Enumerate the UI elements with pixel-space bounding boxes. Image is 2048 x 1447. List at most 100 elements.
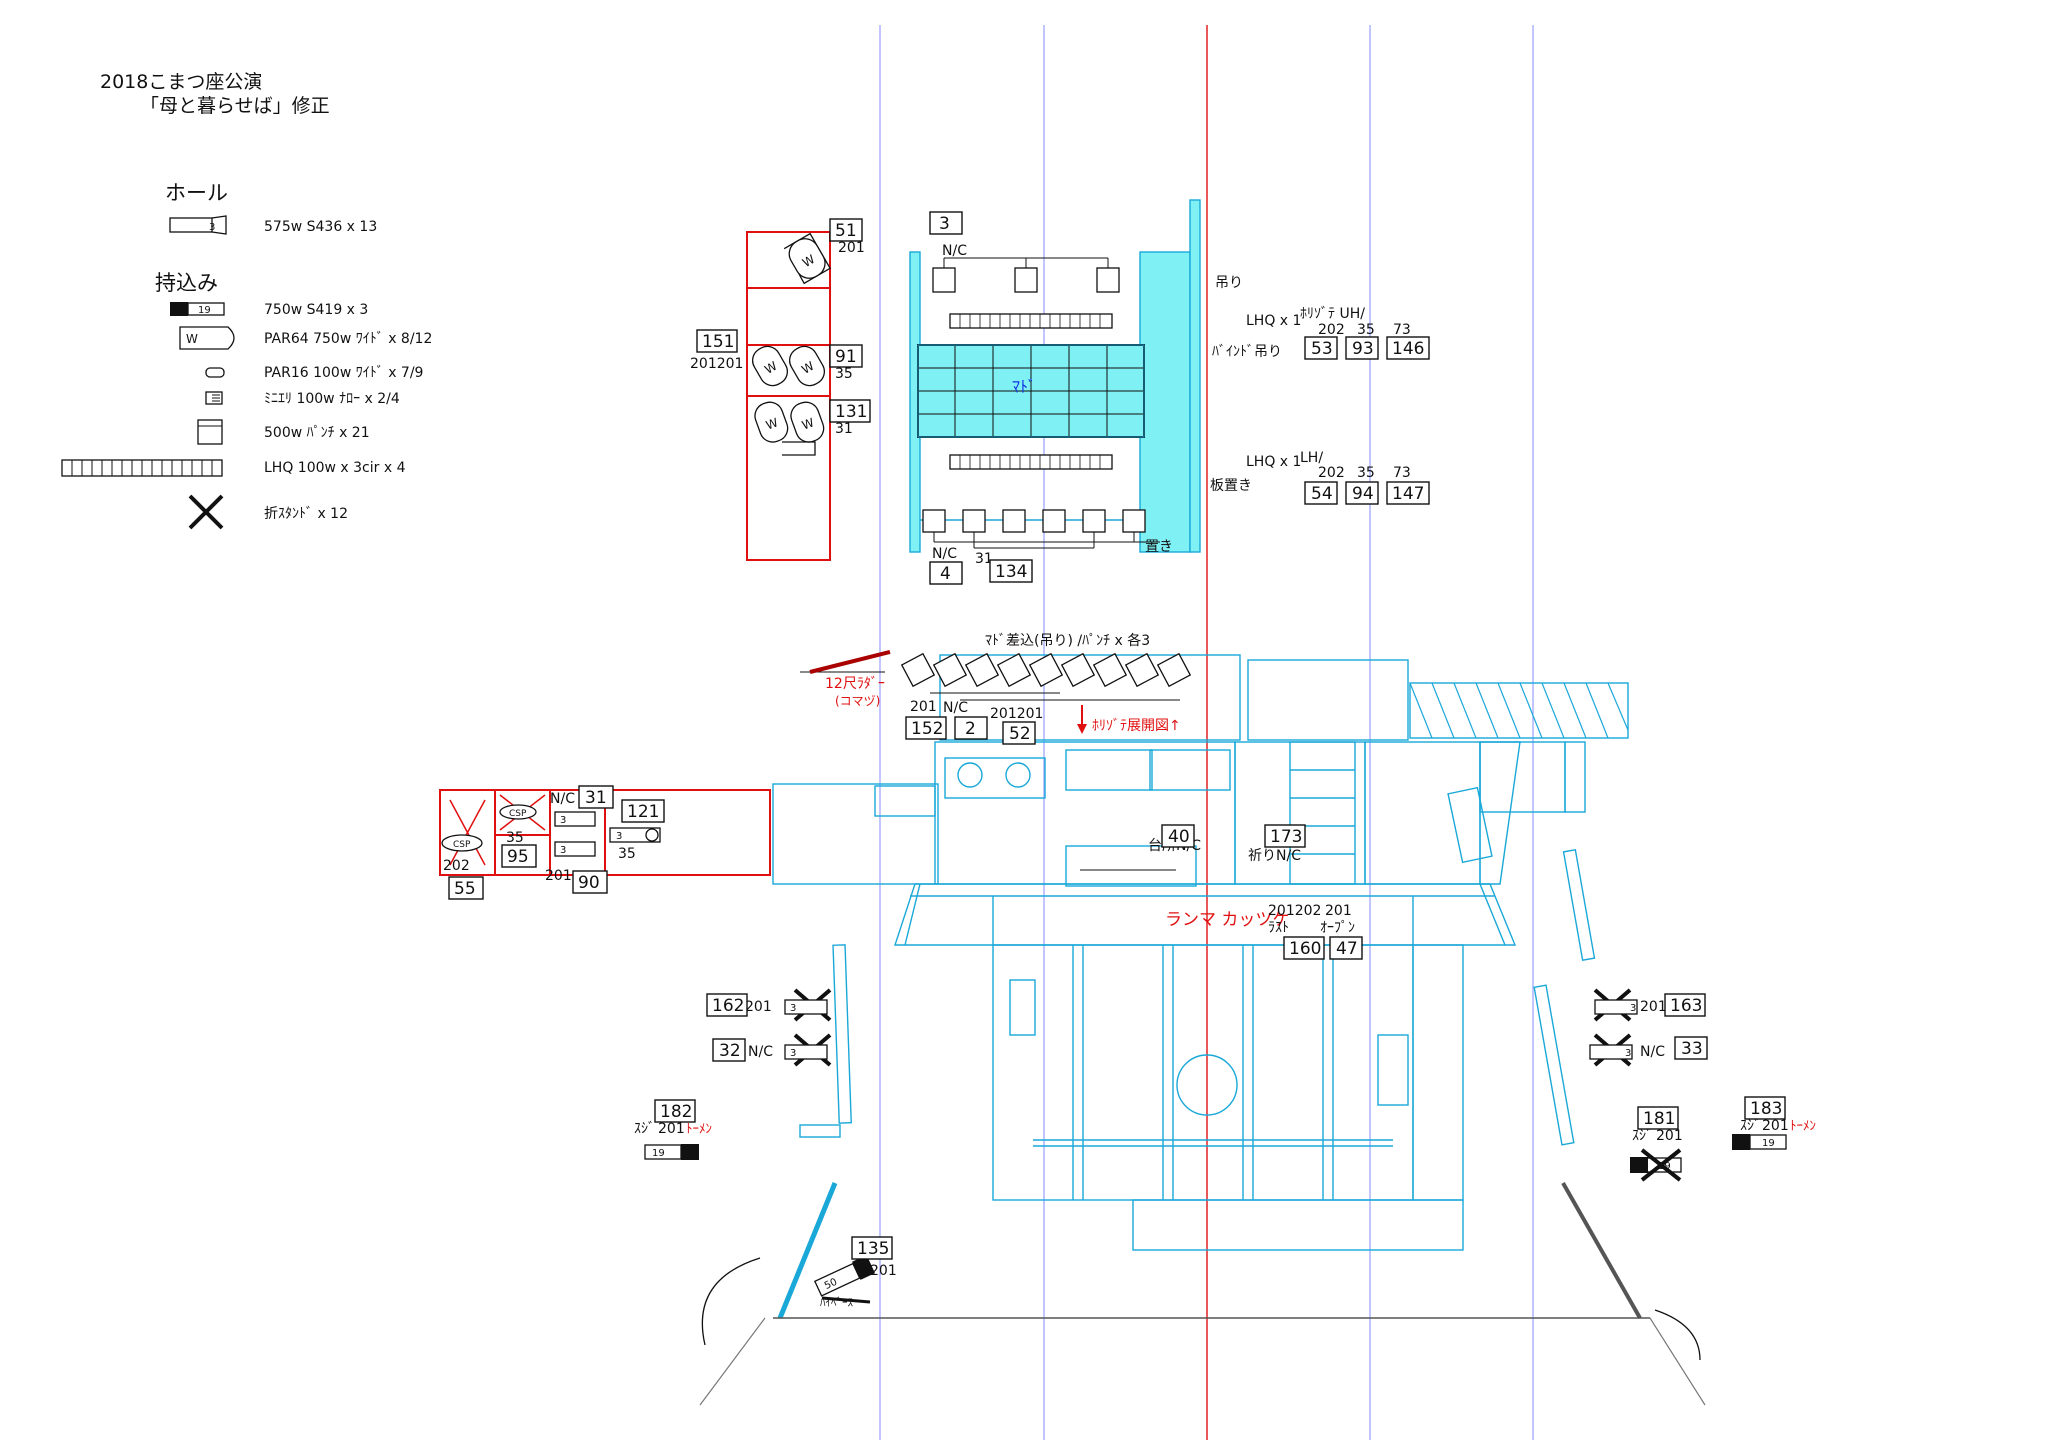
svg-text:201: 201 xyxy=(745,999,772,1015)
svg-text:201201: 201201 xyxy=(690,356,743,372)
komame-label: (コマヅ) xyxy=(835,694,880,708)
svg-text:201: 201 xyxy=(545,868,572,884)
svg-text:31: 31 xyxy=(585,788,607,808)
svg-text:55: 55 xyxy=(454,879,476,899)
svg-text:35: 35 xyxy=(835,366,853,382)
svg-text:73: 73 xyxy=(1393,465,1411,481)
svg-text:19: 19 xyxy=(198,305,211,316)
horizont-upper-label: ﾎﾘｿﾞﾃ UH/ xyxy=(1300,306,1365,322)
lhq-upper-label: LHQ x 1 xyxy=(1246,313,1301,329)
house-set xyxy=(699,654,1706,1406)
svg-text:3: 3 xyxy=(560,815,566,826)
svg-text:183: 183 xyxy=(1750,1099,1782,1119)
bind-tsuri-label: ﾊﾞｲﾝﾄﾞ吊り xyxy=(1212,344,1282,360)
svg-text:35: 35 xyxy=(1357,465,1375,481)
channel-boxes: 3 51 151 91 131 53 93 146 54 94 147 4 13… xyxy=(448,211,1786,1260)
ellipsoidal-750w-left: 19 xyxy=(644,1144,699,1160)
svg-text:33: 33 xyxy=(1681,1039,1703,1059)
svg-text:90: 90 xyxy=(578,873,600,893)
ladder-line xyxy=(809,650,891,674)
svg-text:31: 31 xyxy=(975,551,993,567)
legend: ホール 3 575w S436 x 13 持込み 19 750w S419 x … xyxy=(61,181,432,530)
ranma-label: ランマ カッツケ xyxy=(1165,910,1289,930)
ellipsoidal-750w-right1: 19 xyxy=(1630,1148,1682,1182)
channel-box: 135 xyxy=(851,1236,893,1260)
channel-box: 93 xyxy=(1345,336,1379,360)
channel-box: 160 xyxy=(1283,936,1325,960)
window-wall-unit: ﾏﾄﾞ xyxy=(909,199,1201,553)
window-grid xyxy=(917,344,1145,438)
svg-text:50: 50 xyxy=(823,1277,839,1292)
svg-text:N/C: N/C xyxy=(943,700,968,716)
svg-text:3: 3 xyxy=(939,214,950,234)
svg-text:73: 73 xyxy=(1393,322,1411,338)
legend-mini-text: ﾐﾆｴﾘ 100w ﾅﾛｰ x 2/4 xyxy=(264,391,400,407)
svg-text:121: 121 xyxy=(627,802,659,822)
svg-text:W: W xyxy=(764,415,780,432)
svg-text:201: 201 xyxy=(870,1263,897,1279)
lhq-strip-lower xyxy=(949,454,1113,470)
svg-text:40: 40 xyxy=(1168,827,1190,847)
svg-text:202: 202 xyxy=(1318,465,1345,481)
channel-box: 121 xyxy=(621,799,665,823)
tsuri-label: 吊り xyxy=(1215,275,1243,291)
ellipsoidal-750w-icon: 19 xyxy=(170,302,225,316)
svg-text:4: 4 xyxy=(940,564,951,584)
folding-stand-icon xyxy=(188,494,224,530)
hi-base-unit: 50 xyxy=(813,1255,876,1304)
left-side-stands: 3 3 xyxy=(784,988,832,1067)
mini-ellipsoidal-icon xyxy=(205,391,223,405)
svg-text:19: 19 xyxy=(1762,1138,1775,1149)
svg-text:151: 151 xyxy=(702,332,734,352)
channel-box: 54 xyxy=(1304,481,1338,505)
itaoki-label: 板置き xyxy=(1210,478,1252,494)
legend-hall-heading: ホール xyxy=(165,181,228,205)
channel-box: 52 xyxy=(1002,721,1036,745)
channel-box: 162 xyxy=(706,993,748,1017)
svg-text:31: 31 xyxy=(835,421,853,437)
suji-right2: ｽｼﾞ xyxy=(1740,1118,1761,1134)
lhq-lower-label: LHQ x 1 xyxy=(1246,454,1301,470)
svg-text:163: 163 xyxy=(1670,996,1702,1016)
horizont-open-label: ﾎﾘｿﾞﾃ展開図↑ xyxy=(1092,718,1181,734)
svg-text:35: 35 xyxy=(1357,322,1375,338)
svg-text:202: 202 xyxy=(1318,322,1345,338)
svg-text:152: 152 xyxy=(911,719,943,739)
channel-box: 152 xyxy=(905,716,947,740)
mado-sashikomi-punches: ﾏﾄﾞ差込(吊り) /ﾊﾟﾝﾁ x 各3 xyxy=(800,633,1192,701)
svg-text:N/C: N/C xyxy=(932,546,957,562)
channel-box: 47 xyxy=(1329,936,1363,960)
punch-500w-icon xyxy=(197,419,223,445)
svg-text:ﾏﾄﾞ差込(吊り) /ﾊﾟﾝﾁ x 各3: ﾏﾄﾞ差込(吊り) /ﾊﾟﾝﾁ x 各3 xyxy=(985,633,1150,649)
svg-text:201: 201 xyxy=(1656,1128,1683,1144)
channel-box: 181 xyxy=(1637,1106,1679,1130)
ellipsoidal-575w-icon: 3 xyxy=(169,215,227,235)
title-line1: 2018こまつ座公演 xyxy=(100,71,262,93)
svg-text:95: 95 xyxy=(507,847,529,867)
svg-text:52: 52 xyxy=(1009,724,1031,744)
svg-text:201: 201 xyxy=(910,699,937,715)
tomen-right: ﾄｰﾒﾝ xyxy=(1790,1119,1816,1134)
svg-text:135: 135 xyxy=(857,1239,889,1259)
svg-text:201: 201 xyxy=(838,240,865,256)
svg-text:CSP: CSP xyxy=(509,809,527,819)
legend-carryin-heading: 持込み xyxy=(155,271,218,295)
svg-text:134: 134 xyxy=(995,562,1027,582)
svg-text:94: 94 xyxy=(1352,484,1374,504)
svg-text:47: 47 xyxy=(1336,939,1358,959)
guide-lines xyxy=(879,25,1534,1440)
inori-label: 祈りN/C xyxy=(1248,848,1301,864)
suji-right1: ｽｼﾞ xyxy=(1632,1128,1653,1144)
svg-text:173: 173 xyxy=(1270,827,1302,847)
channel-box: 4 xyxy=(929,561,963,585)
svg-text:131: 131 xyxy=(835,402,867,422)
channel-box: 40 xyxy=(1161,824,1195,848)
svg-text:93: 93 xyxy=(1352,339,1374,359)
par16-icon xyxy=(205,367,225,378)
svg-text:CSP: CSP xyxy=(453,840,471,850)
svg-text:35: 35 xyxy=(618,846,636,862)
svg-text:201201: 201201 xyxy=(990,706,1043,722)
channel-box: 173 xyxy=(1264,824,1306,848)
channel-box: 147 xyxy=(1386,481,1430,505)
channel-box: 95 xyxy=(501,844,537,868)
